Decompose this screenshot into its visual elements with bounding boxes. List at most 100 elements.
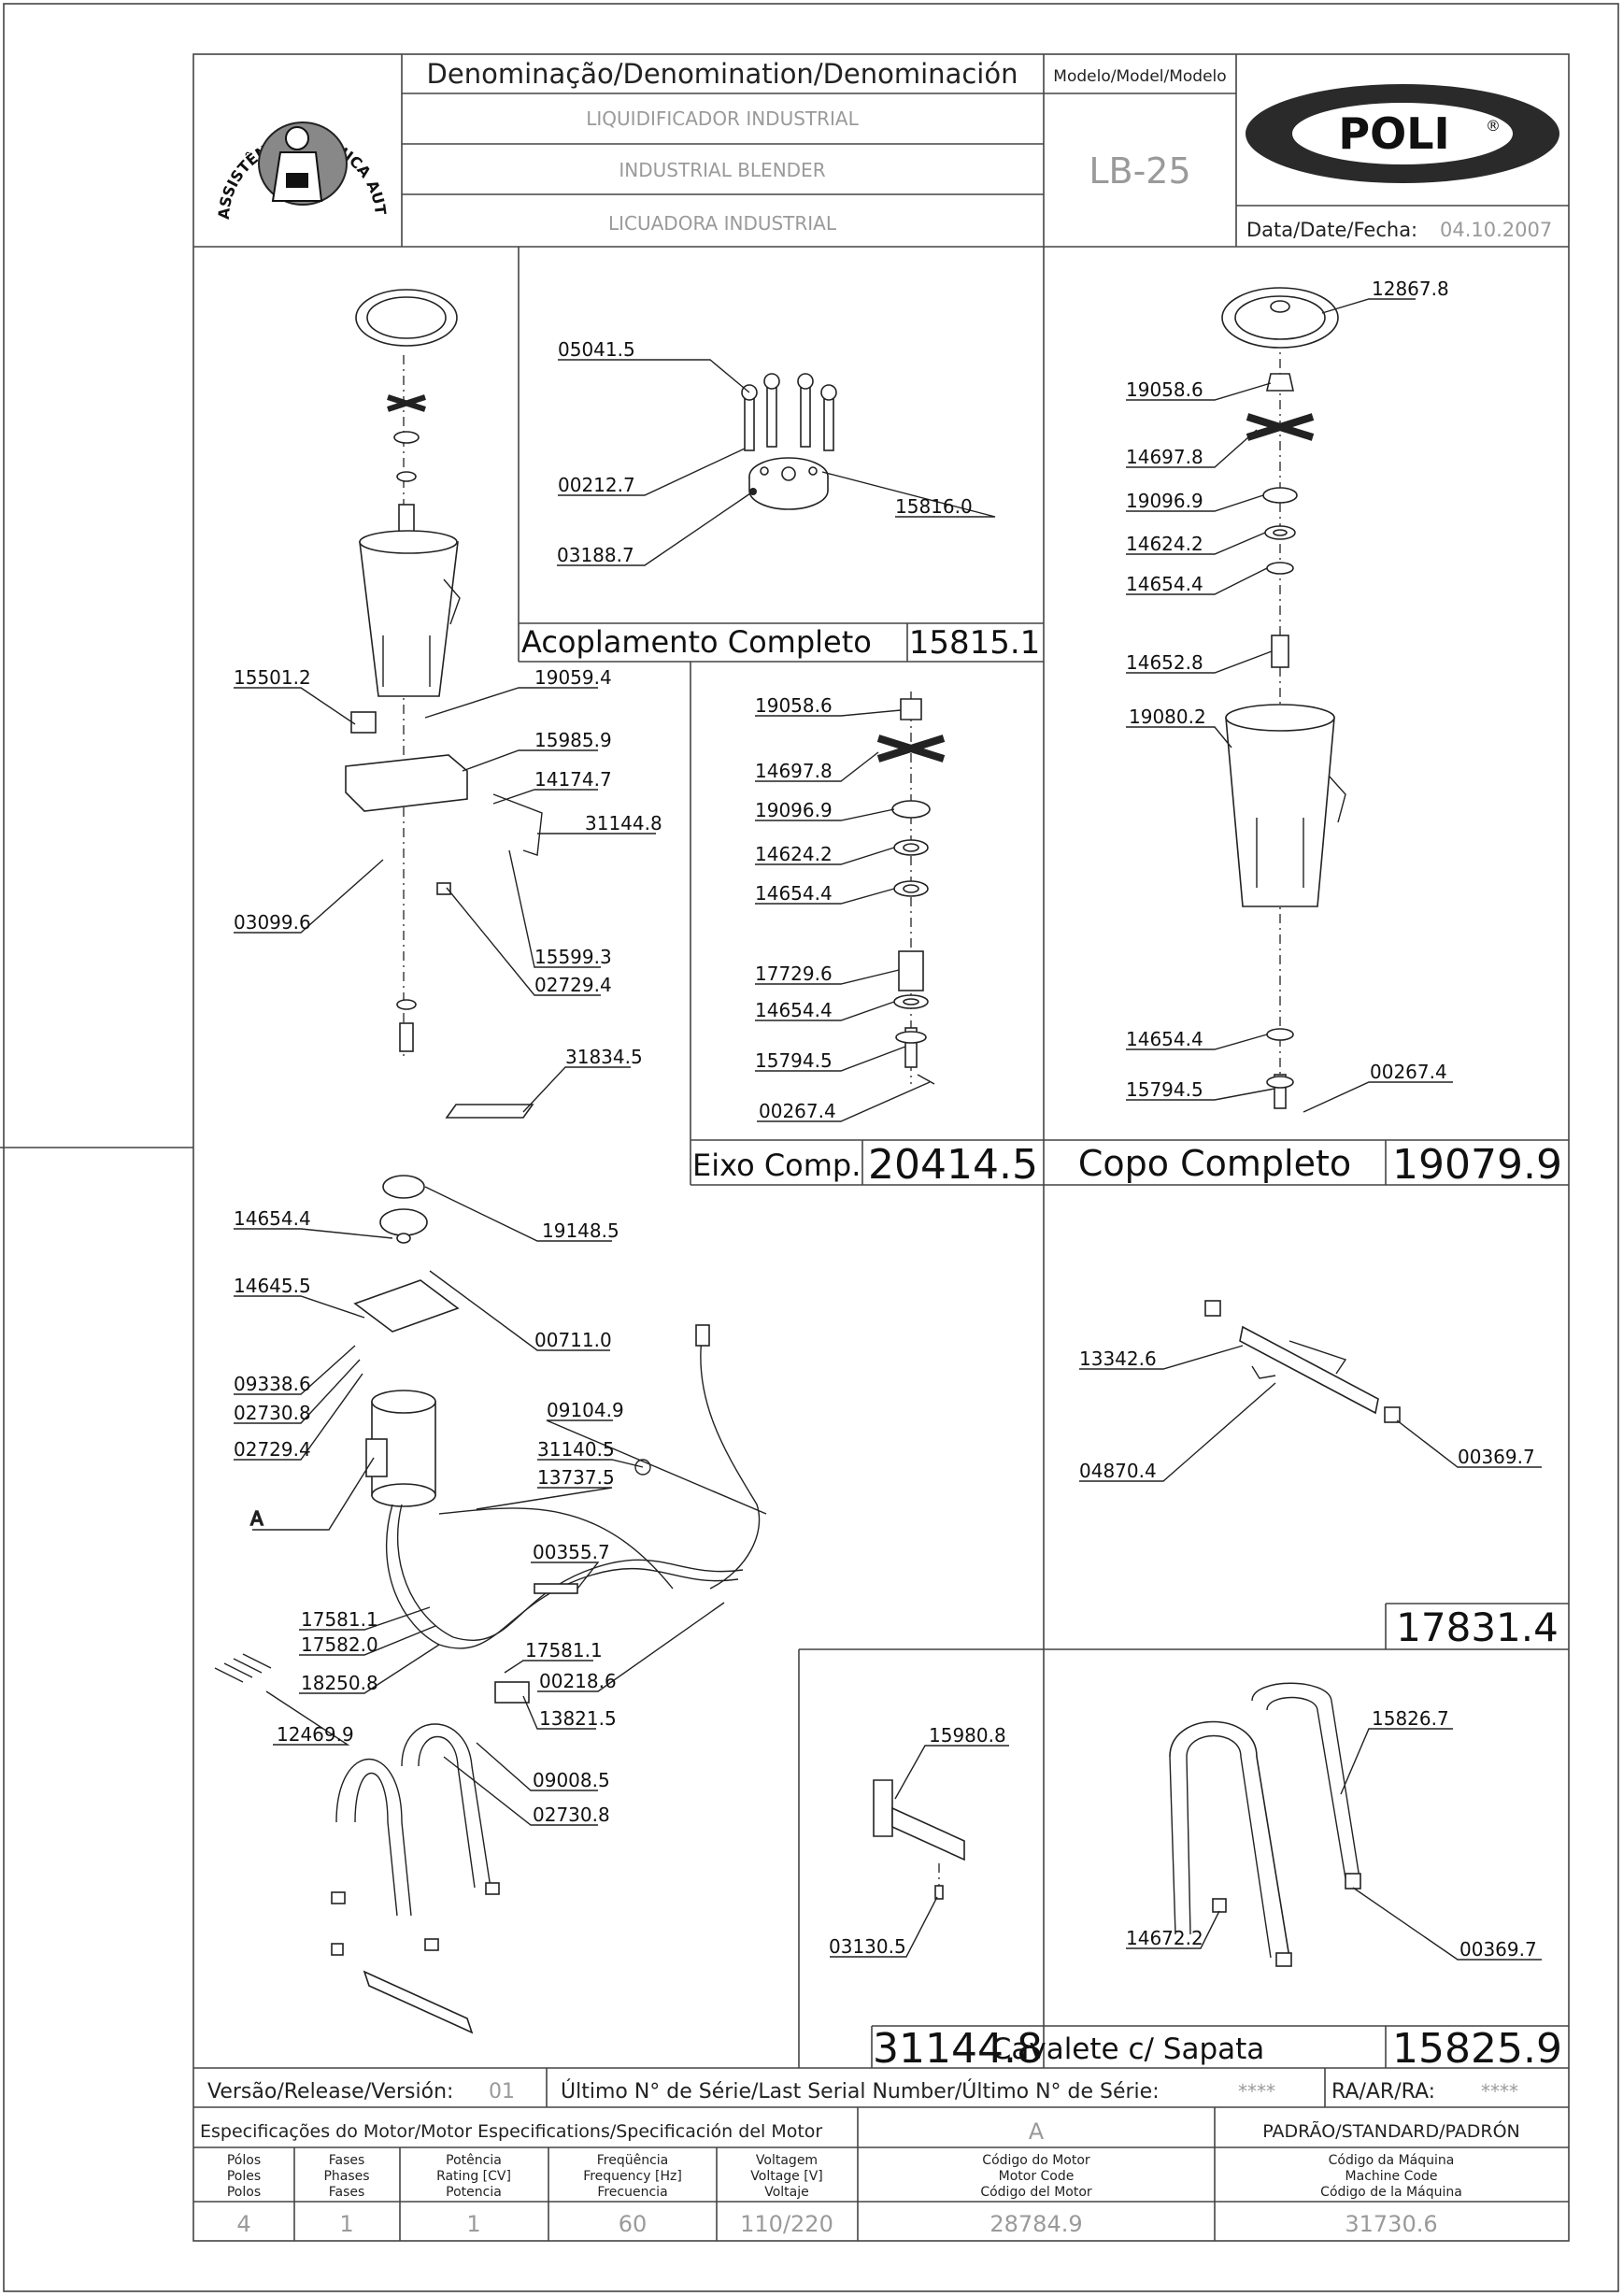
name-pt: LIQUIDIFICADOR INDUSTRIAL [586,107,859,130]
svg-text:Voltagem: Voltagem [756,2153,818,2168]
cavalete-title: Cavalete c/ Sapata [991,2032,1265,2066]
svg-text:Freqüência: Freqüência [597,2153,669,2168]
spec-value: 110/220 [740,2211,833,2237]
part-label: 17729.6 [755,963,833,985]
name-en: INDUSTRIAL BLENDER [619,159,825,181]
copo-code: 19079.9 [1392,1141,1562,1189]
part-label: 03130.5 [829,1935,906,1958]
spec-col-voltage: Voltagem Voltage [V] Voltaje 110/220 [740,2153,833,2237]
coupling-screws [741,373,837,451]
part-label: 09104.9 [547,1399,624,1421]
spec-value: 31730.6 [1345,2211,1437,2237]
part-label: 14654.4 [1126,1028,1203,1050]
svg-text:Phases: Phases [323,2169,369,2184]
drawing-frame [192,53,1570,2242]
part-label: 09338.6 [234,1373,311,1395]
spec-value: 28784.9 [989,2211,1082,2237]
acoplamento-code: 15815.1 [909,624,1041,662]
motor-spec-label: Especificações do Motor/Motor Especifica… [200,2121,822,2142]
svg-text:Voltage [V]: Voltage [V] [750,2169,822,2184]
part-label: 14654.4 [755,999,833,1021]
part-label: 14654.4 [1126,573,1203,595]
part-label: 00267.4 [759,1100,836,1122]
part-label: 19058.6 [755,694,833,717]
svg-text:Voltaje: Voltaje [764,2185,809,2200]
part-labels: 05041.5 00212.7 03188.7 15816.0 19058.6 … [234,278,1537,1961]
svg-text:Código de la Máquina: Código de la Máquina [1320,2185,1462,2200]
suporte-drawing [873,1779,965,1900]
part-label: 15794.5 [1126,1078,1203,1101]
cavalete-base-drawing [1204,1300,1401,1423]
part-label: 19096.9 [1126,490,1203,512]
spec-value: 60 [619,2211,648,2237]
motor-ref: A [1029,2118,1045,2145]
part-label: 13737.5 [537,1466,615,1489]
spec-value: 4 [236,2211,250,2237]
main-assembly-drawing [214,289,761,2034]
copo-title: Copo Completo [1078,1143,1351,1184]
authorized-service-seal: ASSISTÊNCIA TÉCNICA AUTORIZADA [0,0,390,220]
svg-text:Frequency [Hz]: Frequency [Hz] [583,2169,682,2184]
acoplamento-title: Acoplamento Completo [521,624,872,660]
part-label: 19096.9 [755,799,833,821]
section-dividers [518,247,1569,2068]
ra-label: RA/AR/RA: [1331,2080,1435,2103]
part-label: 03188.7 [557,544,634,566]
motor-ref-label: A [250,1507,263,1530]
part-label: 17581.1 [301,1608,378,1631]
eixo-title: Eixo Comp. [692,1148,861,1183]
part-label: 14645.5 [234,1275,311,1297]
part-label: 19058.6 [1126,378,1203,401]
part-label: 13821.5 [539,1707,617,1730]
brand-mark: ® [1486,117,1501,135]
eixo-code: 20414.5 [868,1141,1038,1189]
part-label: 09008.5 [533,1769,610,1791]
part-label: 15816.0 [895,495,973,518]
copo-drawing [1221,287,1346,1109]
svg-text:Código da Máquina: Código da Máquina [1329,2153,1455,2168]
serial-value: **** [1238,2080,1275,2103]
part-label: 00212.7 [558,474,635,496]
date-value: 04.10.2007 [1440,219,1552,241]
brand-text: POLI [1338,108,1449,159]
spec-col-phases: Fases Phases Fases 1 [323,2153,369,2237]
part-label: 00267.4 [1370,1061,1447,1083]
part-label: 18250.8 [301,1672,378,1694]
part-label: 15794.5 [755,1049,833,1072]
spec-col-machine-code: Código da Máquina Machine Code Código de… [1320,2153,1462,2237]
part-label: 14654.4 [755,882,833,905]
cavalete-drawing [1169,1682,1361,1967]
spec-value: 1 [339,2211,353,2237]
part-label: 31834.5 [565,1046,643,1068]
part-label: 14654.4 [234,1207,311,1230]
svg-text:Machine Code: Machine Code [1345,2169,1438,2184]
cup [1225,717,1335,907]
part-label: 00355.7 [533,1541,610,1563]
part-label: 00218.6 [539,1670,617,1692]
part-label: 31144.8 [585,812,662,834]
part-label: 17581.1 [525,1639,603,1661]
part-label: 15826.7 [1372,1707,1449,1730]
part-label: 14697.8 [1126,446,1203,468]
part-label: 00369.7 [1458,1446,1535,1468]
title-block: Denominação/Denomination/Denominación LI… [0,0,1569,248]
badge [445,1104,534,1119]
spec-col-rating: Potência Rating [CV] Potencia 1 [436,2153,511,2237]
acoplamento-drawing [741,373,837,510]
svg-text:Polos: Polos [227,2185,261,2200]
model-label: Modelo/Model/Modelo [1053,67,1226,86]
spec-value: 1 [466,2211,480,2237]
part-label: 14174.7 [534,768,612,791]
part-label: 12867.8 [1372,278,1449,300]
svg-text:Pólos: Pólos [227,2153,261,2168]
denomination-label: Denominação/Denomination/Denominación [427,58,1018,90]
part-label: 15980.8 [929,1724,1006,1747]
part-label: 02729.4 [234,1438,311,1461]
part-label: 04870.4 [1079,1460,1157,1482]
standard-label: PADRÃO/STANDARD/PADRÓN [1262,2119,1520,2142]
cavalete-base-code: 17831.4 [1396,1604,1559,1650]
part-label: 15985.9 [534,729,612,751]
spec-col-motor-code: Código do Motor Motor Code Código del Mo… [980,2153,1092,2237]
part-label: 03099.6 [234,911,311,934]
